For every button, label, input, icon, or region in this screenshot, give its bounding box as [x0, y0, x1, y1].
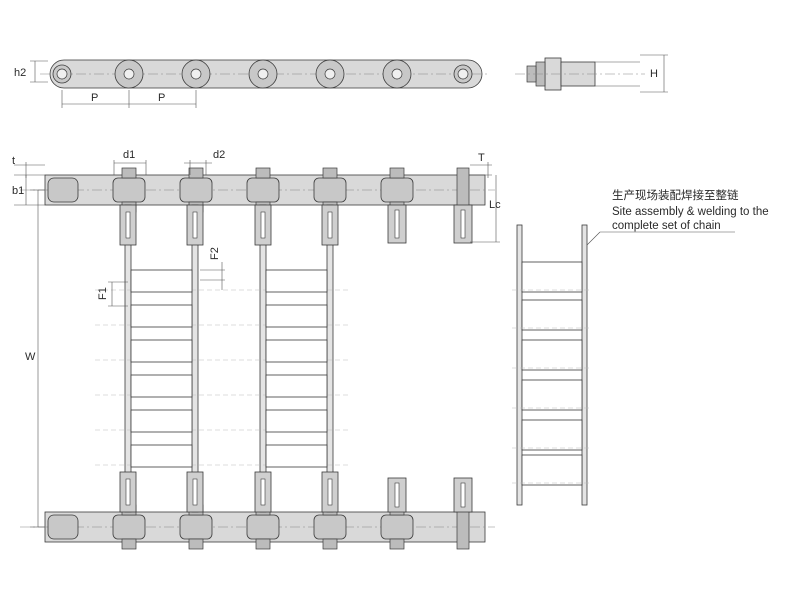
d2-label: d2 — [213, 149, 225, 161]
attachment-slot — [192, 478, 198, 506]
rung-left — [130, 304, 193, 328]
plan-pin-head — [389, 167, 405, 179]
b1-label: b1 — [12, 185, 24, 197]
rung-right — [265, 374, 328, 398]
side-roller-bore — [324, 68, 336, 80]
side-roller-bore — [257, 68, 269, 80]
side-roller-bore — [190, 68, 202, 80]
vertical-rail — [326, 204, 334, 513]
rung-right — [265, 269, 328, 293]
plan-pin-head — [322, 167, 338, 179]
assembly-rung — [521, 339, 583, 371]
side-roller-bore — [457, 68, 469, 80]
assembly-rung — [521, 419, 583, 451]
rung-left — [130, 374, 193, 398]
assembly-rung — [521, 379, 583, 411]
plan-roller — [246, 177, 280, 203]
d1-label: d1 — [123, 149, 135, 161]
h2-label: h2 — [14, 67, 26, 79]
plan-roller — [179, 177, 213, 203]
pitch-label-2: P — [158, 92, 165, 104]
assembly-right-rail — [581, 224, 588, 506]
rung-right — [265, 444, 328, 468]
rung-left — [130, 409, 193, 433]
attachment-slot — [125, 478, 131, 506]
rung-left — [130, 339, 193, 363]
Lc-label: Lc — [489, 199, 501, 211]
plan-roller — [380, 514, 414, 540]
W-label: W — [25, 351, 36, 363]
attachment-slot — [460, 482, 466, 508]
chain-end-view: H — [515, 54, 668, 93]
F2-label: F2 — [209, 247, 221, 260]
vertical-rail — [191, 204, 199, 513]
site-assembly-view: 生产现场装配焊接至整链 Site assembly & welding to t… — [512, 188, 769, 506]
short-attachments — [387, 204, 473, 513]
plan-roller — [112, 177, 146, 203]
assembly-rung — [521, 299, 583, 331]
plan-roller — [313, 514, 347, 540]
H-label: H — [650, 68, 658, 80]
plan-pin-nut — [389, 538, 405, 550]
note-english-line1: Site assembly & welding to the — [612, 206, 769, 218]
plan-roller — [380, 177, 414, 203]
rung-left — [130, 444, 193, 468]
attachment-slot — [192, 211, 198, 239]
t-label: t — [12, 155, 15, 167]
attachment-slot — [394, 209, 400, 239]
plan-roller — [179, 514, 213, 540]
rungs — [95, 269, 350, 468]
chain-side-view: h2 P P — [14, 59, 490, 108]
assembly-left-rail — [516, 224, 523, 506]
plan-pin-nut — [188, 538, 204, 550]
pitch-label-1: P — [91, 92, 98, 104]
side-roller-bore — [123, 68, 135, 80]
plan-roller — [246, 514, 280, 540]
assembly-rungs — [512, 261, 592, 486]
side-roller-bore — [56, 68, 68, 80]
plan-pin-head — [188, 167, 204, 179]
side-rollers — [52, 59, 473, 89]
plan-roller — [112, 514, 146, 540]
plan-roller — [47, 514, 79, 540]
assembly-rung — [521, 261, 583, 293]
plan-pin-nut — [322, 538, 338, 550]
T-label: T — [478, 152, 485, 164]
attachment-slot — [260, 478, 266, 506]
F1-label: F1 — [97, 287, 109, 300]
rung-right — [265, 339, 328, 363]
rung-right — [265, 304, 328, 328]
side-roller-bore — [391, 68, 403, 80]
rung-left — [130, 269, 193, 293]
plan-pin-nut — [121, 538, 137, 550]
attachment-slot — [327, 478, 333, 506]
chain-plan-view: d1 d2 t b1 T Lc F2 F1 W — [12, 149, 501, 550]
rung-right — [265, 409, 328, 433]
plan-roller — [47, 177, 79, 203]
attachment-slot — [125, 211, 131, 239]
plan-pin-head — [121, 167, 137, 179]
plan-pin-nut — [255, 538, 271, 550]
attachment-slot — [460, 209, 466, 239]
vertical-rail — [124, 204, 132, 513]
vertical-rail — [259, 204, 267, 513]
attachment-slot — [327, 211, 333, 239]
attachment-slot — [394, 482, 400, 508]
plan-pin-head — [255, 167, 271, 179]
attachment-slot — [260, 211, 266, 239]
plan-roller — [313, 177, 347, 203]
note-english-line2: complete set of chain — [612, 220, 721, 232]
assembly-rung — [521, 454, 583, 486]
note-chinese: 生产现场装配焊接至整链 — [612, 188, 739, 202]
